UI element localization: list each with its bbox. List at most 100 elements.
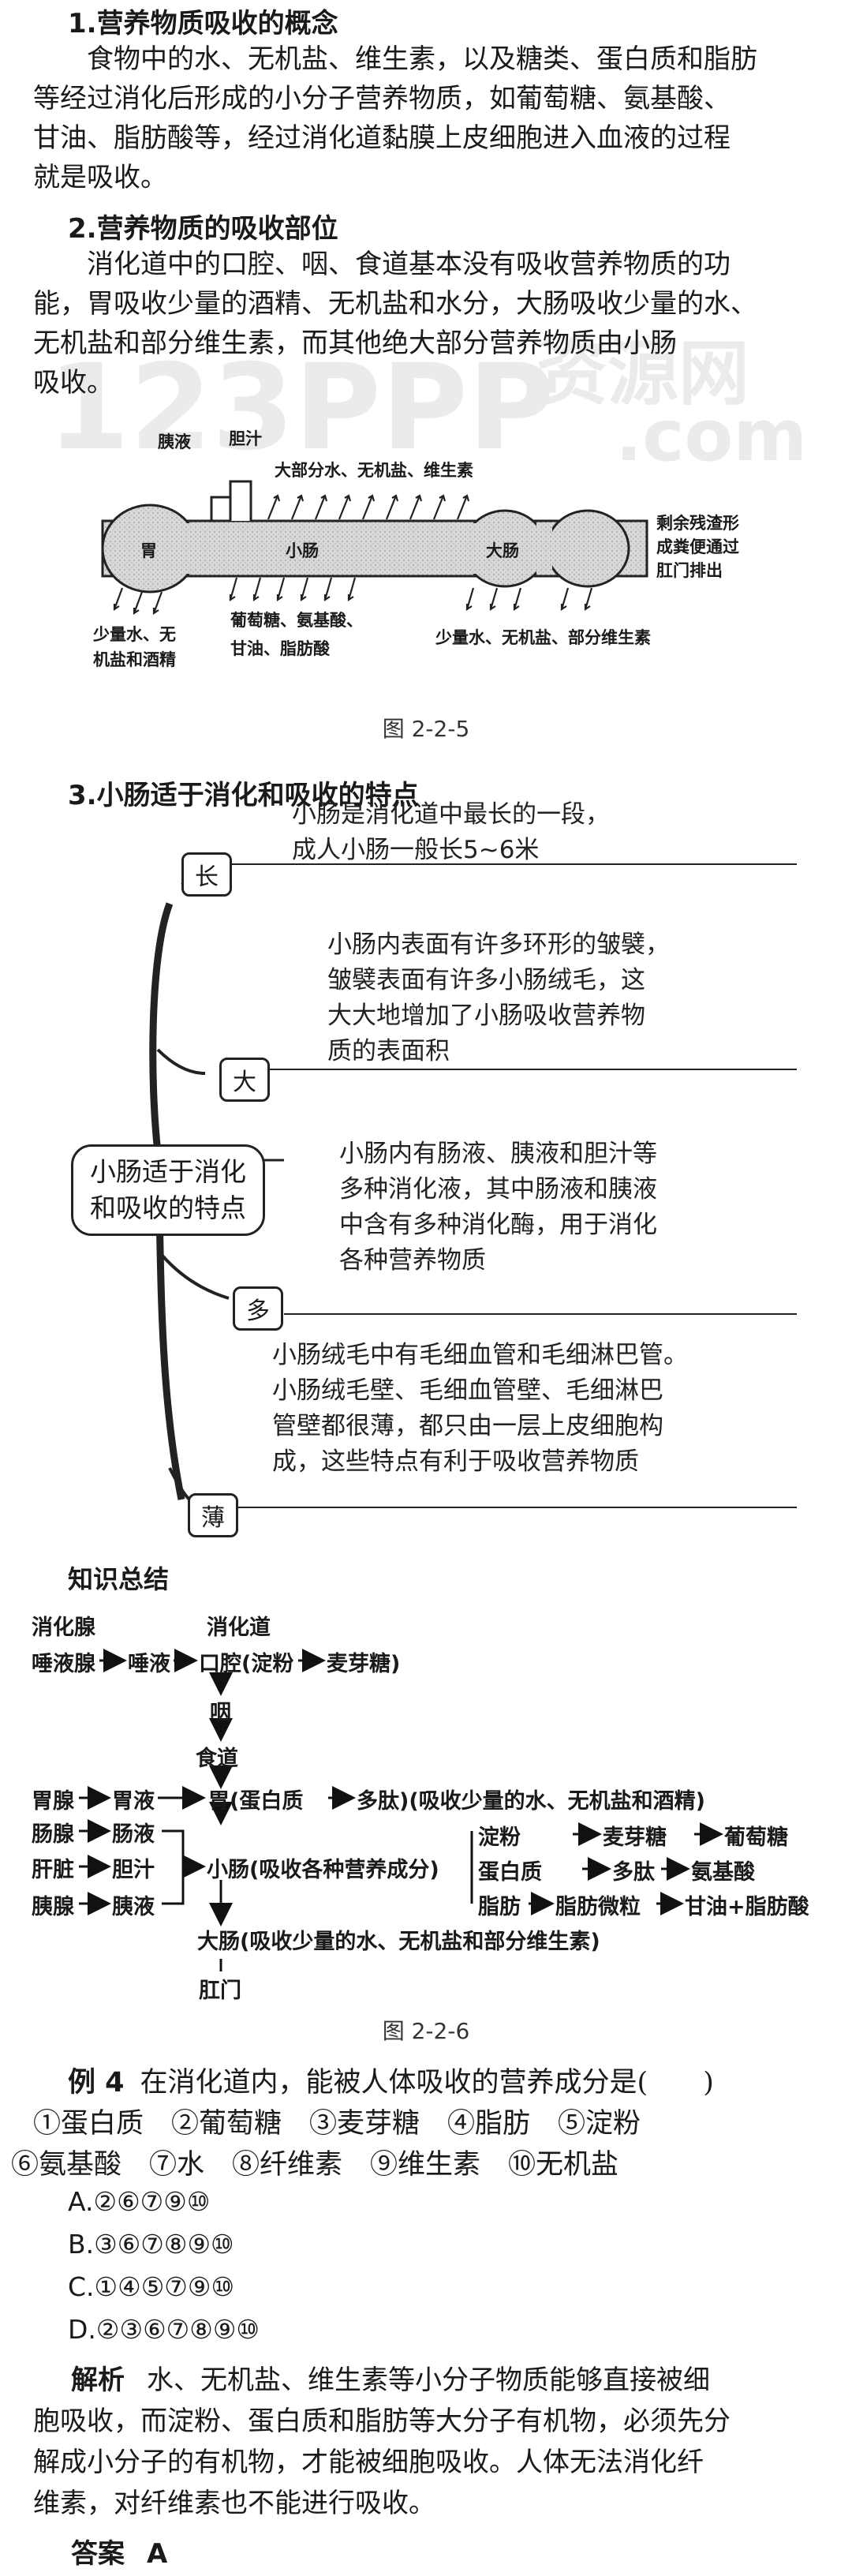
small-intestine-absorb-label: 葡萄糖、氨基酸、 甘油、脂肪酸 (230, 606, 363, 663)
label-line: 葡萄糖、氨基酸、 (230, 611, 363, 630)
glucose: 葡萄糖 (724, 1825, 788, 1850)
watermark: 123PPP (47, 339, 555, 477)
pancreas: 胰腺 (32, 1895, 74, 1919)
flowchart-arrows (79, 1649, 723, 1971)
small-intestine-label: 小肠 (286, 541, 319, 560)
fat-droplets: 脂肪微粒 (555, 1895, 641, 1919)
stomach-protein: 胃(蛋白质 (208, 1789, 304, 1814)
text-line: 管壁都很薄，都只由一层上皮细胞构 (272, 1412, 663, 1440)
paragraph-line: 就是吸收。 (33, 162, 167, 193)
large-intestine-absorb-label: 少量水、无机盐、部分维生素 (435, 628, 651, 647)
answer-value: A (147, 2538, 168, 2570)
bile-duct (229, 480, 252, 521)
item-large-text: 小肠内表面有许多环形的皱襞， 皱襞表面有许多小肠绒毛，这 大大地增加了小肠吸收营… (327, 927, 670, 1069)
text-line: 小肠是消化道中最长的一段， (292, 800, 610, 829)
absorb-arrows-down (113, 577, 593, 616)
option-a: A.②⑥⑦⑨⑩ (68, 2186, 211, 2217)
glycerol-fatty-acid: 甘油+脂肪酸 (685, 1895, 809, 1919)
col-glands-header: 消化腺 (32, 1616, 95, 1640)
large-intestine: 大肠(吸收少量的水、无机盐和部分维生素) (197, 1930, 600, 1954)
intestinal-gland: 肠腺 (32, 1822, 74, 1847)
example-items-2: ⑥氨基酸 ⑦水 ⑧纤维素 ⑨维生素 ⑩无机盐 (11, 2149, 619, 2181)
analysis-line: 胞吸收，而淀粉、蛋白质和脂肪等大分子有机物，必须先分 (33, 2406, 731, 2437)
stomach-absorb-label: 少量水、无 机盐和酒精 (93, 622, 176, 672)
text-line: 成人小肠一般长5~6米 (292, 836, 540, 864)
analysis: 解析水、无机盐、维生素等小分子物质能够直接被细 胞吸收，而淀粉、蛋白质和脂肪等大… (33, 2360, 838, 2524)
key-large: 大 (219, 1058, 270, 1102)
label-line: 机盐和酒精 (93, 650, 176, 669)
residue-line: 肛门排出 (656, 561, 723, 580)
mindmap: 小肠适于消化 和吸收的特点 长 大 多 薄 小肠是消化道中最长的一段， 成人小肠… (0, 800, 852, 1539)
maltose: 麦芽糖) (327, 1652, 401, 1676)
option-d: D.②③⑥⑦⑧⑨⑩ (68, 2314, 260, 2345)
center-line: 和吸收的特点 (90, 1193, 246, 1223)
pharynx: 咽 (210, 1701, 231, 1725)
key-long: 长 (181, 852, 232, 897)
gastric-juice: 胃液 (112, 1789, 155, 1814)
residue-line: 成粪便通过 (656, 537, 739, 556)
paragraph-line: 吸收。 (33, 367, 114, 399)
section-2-heading: 2.营养物质的吸收部位 (68, 213, 338, 245)
paragraph-line: 甘油、脂肪酸等，经过消化道黏膜上皮细胞进入血液的过程 (33, 122, 731, 154)
mouth-starch: 口腔(淀粉 (199, 1652, 294, 1676)
analysis-first-line: 解析水、无机盐、维生素等小分子物质能够直接被细 (33, 2360, 838, 2401)
summary-heading: 知识总结 (68, 1564, 170, 1594)
watermark-sub-2: .com (615, 395, 808, 477)
analysis-line: 水、无机盐、维生素等小分子物质能够直接被细 (147, 2364, 710, 2396)
text-line: 多种消化液，其中肠液和胰液 (339, 1175, 657, 1204)
absorption-diagram-graphic (101, 480, 648, 616)
amino-acid: 氨基酸 (691, 1860, 755, 1885)
anus: 肛门 (199, 1979, 241, 2003)
stomach-absorb: 多肽)(吸收少量的水、无机盐和酒精) (357, 1789, 706, 1814)
key-thin: 薄 (188, 1493, 238, 1537)
text-line: 小肠内有肠液、胰液和胆汁等 (339, 1140, 657, 1168)
text-line: 大大地增加了小肠吸收营养物 (327, 1002, 645, 1030)
maltose-b: 麦芽糖 (603, 1825, 667, 1850)
section-1-paragraph: 食物中的水、无机盐、维生素，以及糖类、蛋白质和脂肪 等经过消化后形成的小分子营养… (33, 39, 830, 197)
large-intestine-bulb (545, 509, 630, 588)
text-line: 质的表面积 (327, 1037, 450, 1065)
figure-caption-2: 图 2-2-6 (382, 2018, 470, 2044)
item-long-text: 小肠是消化道中最长的一段， 成人小肠一般长5~6米 (292, 797, 610, 868)
polypeptide: 多肽 (612, 1860, 655, 1885)
answer-label: 答案 (71, 2538, 125, 2570)
fat: 脂肪 (478, 1895, 521, 1919)
absorb-arrows-up (267, 494, 470, 520)
large-intestine-label: 大肠 (486, 541, 519, 560)
pancreatic-juice-label: 胰液 (158, 432, 191, 451)
example-question: 在消化道内，能被人体吸收的营养成分是( ) (140, 2067, 714, 2099)
section-1-heading: 1.营养物质吸收的概念 (68, 8, 338, 39)
absorption-diagram: 胰液 胆汁 大部分水、无机盐、维生素 胃 小肠 大肠 剩余残渣形 成粪便通过 肛… (0, 426, 852, 687)
text-line: 小肠绒毛壁、毛细血管壁、毛细淋巴 (272, 1376, 663, 1405)
bile: 胆汁 (112, 1858, 155, 1882)
protein: 蛋白质 (478, 1860, 542, 1885)
top-absorb-label: 大部分水、无机盐、维生素 (275, 461, 473, 480)
summary-flowchart: 消化腺 消化道 唾液腺 唾液 口腔(淀粉 麦芽糖) 咽 食道 胃腺 胃液 胃(蛋… (0, 1594, 852, 1973)
bile-label: 胆汁 (229, 429, 262, 448)
pancreatic-juice: 胰液 (112, 1895, 155, 1919)
item-many-text: 小肠内有肠液、胰液和胆汁等 多种消化液，其中肠液和胰液 中含有多种消化酶，用于消… (339, 1136, 657, 1279)
paragraph-line: 无机盐和部分维生素，而其他绝大部分营养物质由小肠 (33, 328, 677, 359)
col-tract-header: 消化道 (207, 1616, 271, 1640)
example-label: 例 4 (68, 2067, 125, 2099)
text-line: 小肠内表面有许多环形的皱襞， (327, 930, 670, 959)
answer: 答案 A (71, 2532, 167, 2570)
residue-label: 剩余残渣形 成粪便通过 肛门排出 (656, 511, 739, 582)
watermark-sub-1: 资源网 (536, 332, 749, 415)
gastric-gland: 胃腺 (32, 1789, 74, 1814)
figure-caption-1: 图 2-2-5 (382, 716, 470, 742)
paragraph-line: 消化道中的口腔、咽、食道基本没有吸收营养物质的功 (87, 249, 731, 280)
text-line: 各种营养物质 (339, 1246, 486, 1275)
analysis-line: 维素，对纤维素也不能进行吸收。 (33, 2488, 435, 2519)
pancreatic-duct (210, 496, 230, 521)
paragraph-line: 等经过消化后形成的小分子营养物质，如葡萄糖、氨基酸、 (33, 83, 731, 114)
text-line: 小肠绒毛中有毛细血管和毛细淋巴管。 (272, 1341, 688, 1369)
liver: 肝脏 (32, 1858, 74, 1882)
starch: 淀粉 (478, 1825, 521, 1850)
option-c: C.①④⑤⑦⑨⑩ (68, 2271, 235, 2302)
example-items-1: ①蛋白质 ②葡萄糖 ③麦芽糖 ④脂肪 ⑤淀粉 (33, 2108, 641, 2140)
esophagus: 食道 (196, 1747, 238, 1771)
mindmap-center: 小肠适于消化 和吸收的特点 (71, 1144, 265, 1236)
text-line: 中含有多种消化酶，用于消化 (339, 1211, 657, 1239)
residue-line: 剩余残渣形 (656, 514, 739, 533)
